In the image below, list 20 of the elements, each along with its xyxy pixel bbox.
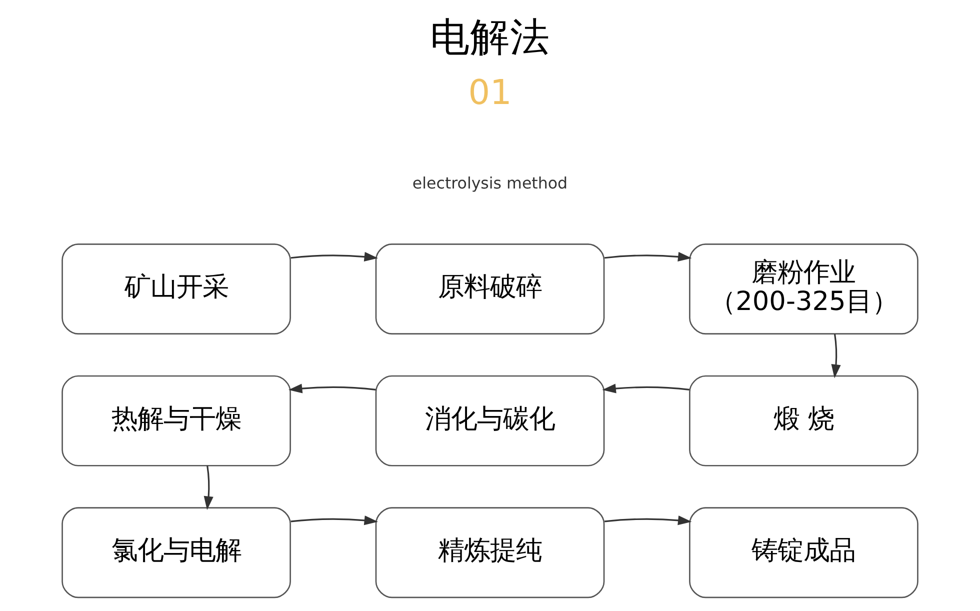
node-box: 煅 烧 — [689, 375, 918, 466]
diagram-title: 电解法 — [430, 14, 550, 60]
node-box: 精炼提纯 — [375, 507, 605, 598]
node-box: 热解与干燥 — [62, 375, 291, 466]
node-box: 磨粉作业 （200-325目） — [689, 244, 918, 334]
node-box: 原料破碎 — [375, 244, 605, 334]
arrow — [204, 466, 214, 510]
label: 01 — [468, 73, 512, 114]
arrow — [288, 384, 376, 394]
arrow — [290, 252, 378, 262]
label: electrolysis method — [412, 173, 568, 192]
arrow — [604, 252, 692, 262]
node-box: 铸锭成品 — [689, 507, 918, 598]
node-box: 矿山开采 — [62, 244, 291, 334]
arrow — [604, 516, 692, 526]
arrow — [602, 384, 690, 394]
node-box: 氯化与电解 — [62, 507, 291, 598]
arrow — [831, 334, 841, 378]
arrow — [290, 516, 378, 526]
node-box: 消化与碳化 — [375, 375, 605, 466]
